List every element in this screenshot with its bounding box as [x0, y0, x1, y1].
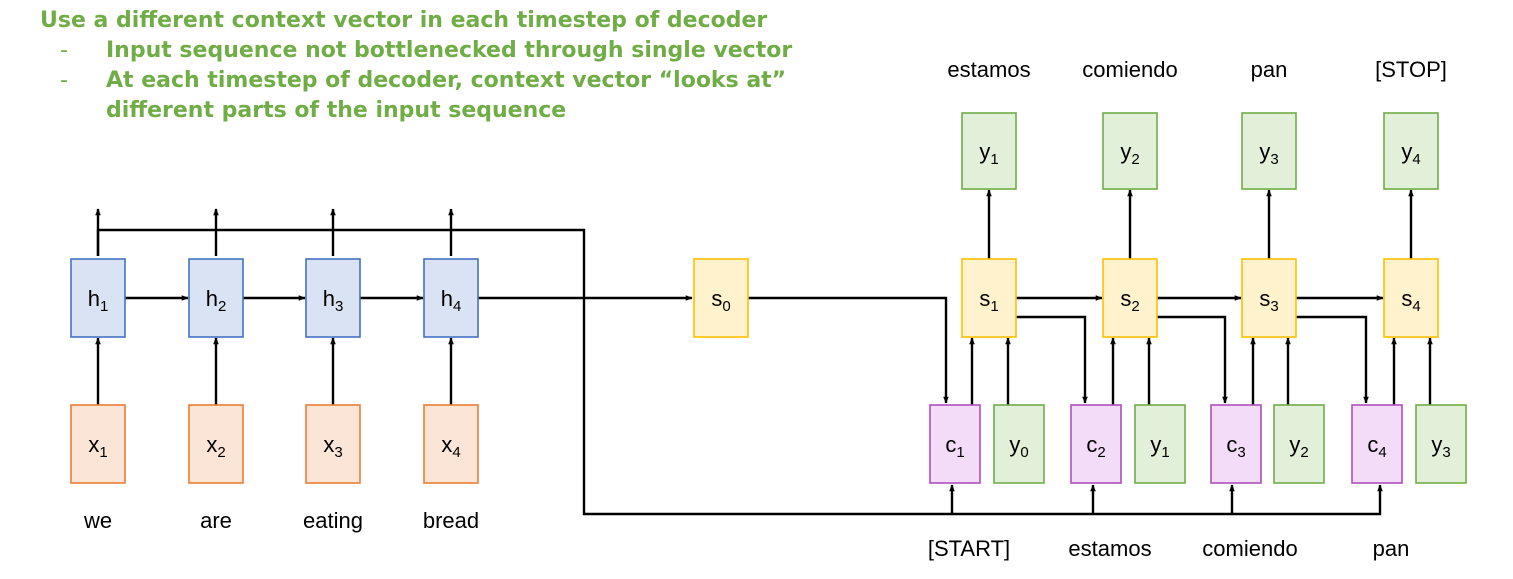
context-c4: c4 — [1351, 404, 1403, 484]
hidden-state-h2: h2 — [188, 258, 244, 338]
input-word-4: bread — [423, 508, 479, 533]
output-y2-box — [1102, 112, 1158, 190]
decoder-input-word-3: comiendo — [1202, 536, 1297, 561]
arrows — [95, 189, 1433, 516]
bullet-list: Use a different context vector in each t… — [40, 6, 792, 126]
s0-to-c1-arrow — [748, 296, 949, 404]
hidden-state-h2-box — [188, 258, 244, 338]
s1-to-c2-arrow — [1016, 315, 1088, 404]
context-c1: c1 — [929, 404, 981, 484]
output-y1-box — [961, 112, 1017, 190]
decoder-state-s4: s4 — [1383, 258, 1439, 338]
decoder-input-word-4: pan — [1373, 536, 1410, 561]
s3-to-c4-arrow — [1296, 315, 1369, 404]
context-c1-box — [929, 404, 981, 484]
input-x4: x4 — [423, 404, 479, 484]
bullet-item: - Input sequence not bottlenecked throug… — [40, 36, 792, 66]
decoder-state-s3-box — [1241, 258, 1297, 338]
decoder-input-word-1: [START] — [928, 536, 1010, 561]
context-c2: c2 — [1070, 404, 1122, 484]
context-c2-box — [1070, 404, 1122, 484]
input-word-3: eating — [303, 508, 363, 533]
hidden-state-h1-box — [70, 258, 126, 338]
output-y3: y3 — [1241, 112, 1297, 190]
hidden-state-h4: h4 — [423, 258, 479, 338]
bullet-marker: - — [60, 68, 68, 93]
output-y3-box — [1241, 112, 1297, 190]
initial-state-s0: s0 — [693, 258, 749, 338]
input-x1: x1 — [70, 404, 126, 484]
decoder-input-y0: y0 — [993, 404, 1045, 484]
context-c4-box — [1351, 404, 1403, 484]
input-x2: x2 — [188, 404, 244, 484]
context-c3-box — [1210, 404, 1262, 484]
decoder-input-y2: y2 — [1273, 404, 1325, 484]
bullet-marker: - — [60, 38, 68, 63]
decoder-input-y3-box — [1415, 404, 1467, 484]
input-x3-box — [305, 404, 361, 484]
decoder-state-s4-box — [1383, 258, 1439, 338]
bullet-text: Input sequence not bottlenecked through … — [106, 38, 793, 63]
hidden-state-h3-box — [305, 258, 361, 338]
decoder-input-y1: y1 — [1134, 404, 1186, 484]
input-x2-box — [188, 404, 244, 484]
input-word-1: we — [83, 508, 112, 533]
decoder-state-s3: s3 — [1241, 258, 1297, 338]
output-y2: y2 — [1102, 112, 1158, 190]
s2-to-c3-arrow — [1157, 315, 1228, 404]
bullet-text: At each timestep of decoder, context vec… — [106, 68, 787, 93]
decoder-input-y1-box — [1134, 404, 1186, 484]
output-word-2: comiendo — [1082, 57, 1177, 82]
context-c3: c3 — [1210, 404, 1262, 484]
bullet-item-continued: different parts of the input sequence — [40, 96, 792, 126]
decoder-input-y0-box — [993, 404, 1045, 484]
output-word-3: pan — [1251, 57, 1288, 82]
bullet-item: - At each timestep of decoder, context v… — [40, 66, 792, 96]
output-y4-box — [1383, 112, 1439, 190]
decoder-state-s2: s2 — [1102, 258, 1158, 338]
slide-title: Use a different context vector in each t… — [40, 8, 768, 33]
output-y4: y4 — [1383, 112, 1439, 190]
decoder-input-y2-box — [1273, 404, 1325, 484]
input-x3: x3 — [305, 404, 361, 484]
decoder-state-s1-box — [961, 258, 1017, 338]
hidden-state-h1: h1 — [70, 258, 126, 338]
input-word-2: are — [200, 508, 232, 533]
output-word-4: [STOP] — [1375, 57, 1447, 82]
token-labels: we are eating bread estamos [START] comiendo es… — [83, 57, 1447, 561]
decoder-input-y3: y3 — [1415, 404, 1467, 484]
bullet-text: different parts of the input sequence — [106, 98, 567, 123]
decoder-state-s1: s1 — [961, 258, 1017, 338]
initial-state-s0-box — [693, 258, 749, 338]
input-x1-box — [70, 404, 126, 484]
decoder-state-s2-box — [1102, 258, 1158, 338]
output-y1: y1 — [961, 112, 1017, 190]
hidden-state-h3: h3 — [305, 258, 361, 338]
output-word-1: estamos — [947, 57, 1030, 82]
hidden-state-h4-box — [423, 258, 479, 338]
decoder-input-word-2: estamos — [1068, 536, 1151, 561]
input-x4-box — [423, 404, 479, 484]
